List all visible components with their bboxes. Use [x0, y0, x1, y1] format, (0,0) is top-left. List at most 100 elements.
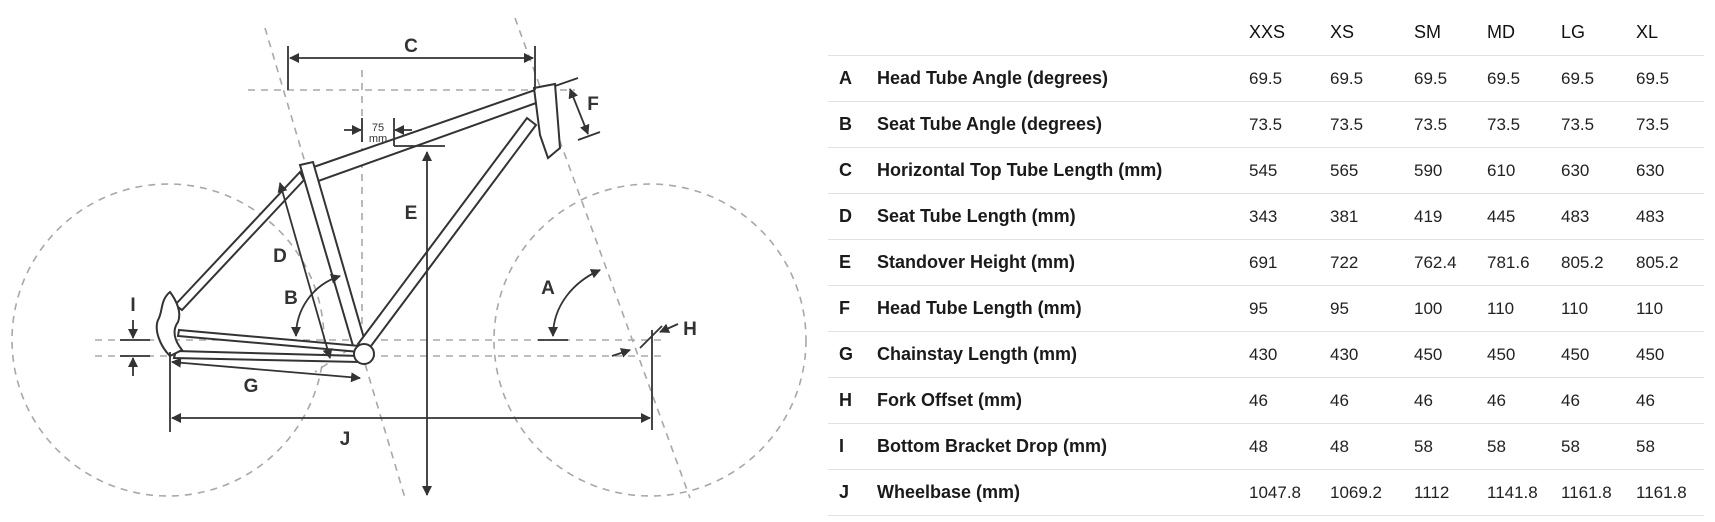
dimension-letter: H [839, 390, 852, 410]
dimension-letter: D [839, 206, 852, 226]
dimension-letter: G [839, 344, 854, 364]
dimension-name: Bottom Bracket Drop (mm) [877, 436, 1108, 456]
size-value-lg: 1161.8 [1561, 482, 1612, 502]
table-row: D Seat Tube Length (mm) 343 381 419 445 483 483 [828, 193, 1704, 240]
dimension-letter: C [839, 160, 852, 180]
dimension-letter: E [839, 252, 852, 272]
table-row: E Standover Height (mm) 691 722 762.4 781.6 80… [828, 239, 1704, 286]
size-value-md: 69.5 [1487, 68, 1521, 88]
size-value-sm: 58 [1414, 436, 1433, 456]
label-E: E [405, 203, 418, 224]
size-value-md: 445 [1487, 206, 1516, 226]
dimension-letter: I [839, 436, 845, 456]
size-value-xl: 483 [1636, 206, 1665, 226]
label-75-unit: mm [369, 133, 387, 145]
size-header: XXS [1249, 22, 1286, 42]
size-value-xxs: 545 [1249, 160, 1278, 180]
front-wheel [493, 183, 807, 497]
size-value-xs: 48 [1330, 436, 1349, 456]
size-value-xl: 630 [1636, 160, 1665, 180]
size-value-xxs: 343 [1249, 206, 1278, 226]
label-J: J [340, 429, 351, 450]
dimension-name: Fork Offset (mm) [877, 390, 1023, 410]
size-value-lg: 110 [1561, 298, 1589, 318]
dimension-name: Seat Tube Length (mm) [877, 206, 1076, 226]
size-value-lg: 450 [1561, 344, 1590, 364]
dimension-name: Head Tube Angle (degrees) [877, 68, 1109, 88]
dimension-name: Chainstay Length (mm) [877, 344, 1078, 364]
size-header: SM [1414, 22, 1441, 42]
size-value-xs: 73.5 [1330, 114, 1364, 134]
size-value-xs: 95 [1330, 298, 1349, 318]
size-value-lg: 805.2 [1561, 252, 1604, 272]
size-value-xs: 1069.2 [1330, 482, 1382, 502]
size-header: XS [1330, 22, 1355, 42]
dimension-name: Horizontal Top Tube Length (mm) [877, 160, 1163, 180]
size-value-xl: 450 [1636, 344, 1665, 364]
size-value-xxs: 430 [1249, 344, 1278, 364]
dimension-letter: F [839, 298, 850, 318]
reference-lines [95, 17, 691, 499]
size-value-sm: 450 [1414, 344, 1443, 364]
size-value-xxs: 691 [1249, 252, 1278, 272]
dimension-letter: J [839, 482, 850, 502]
size-value-lg: 630 [1561, 160, 1590, 180]
size-value-xl: 58 [1636, 436, 1655, 456]
size-value-xs: 722 [1330, 252, 1359, 272]
header-spacer-name [877, 10, 1249, 56]
label-I: I [130, 295, 135, 316]
bike-frame [155, 82, 562, 365]
size-value-xs: 381 [1330, 206, 1359, 226]
dimension-name: Head Tube Length (mm) [877, 298, 1082, 318]
size-value-sm: 762.4 [1414, 252, 1457, 272]
size-value-xs: 430 [1330, 344, 1359, 364]
size-value-md: 110 [1487, 298, 1515, 318]
size-header: LG [1561, 22, 1586, 42]
size-value-xxs: 95 [1249, 298, 1268, 318]
label-D: D [273, 246, 287, 267]
size-value-sm: 590 [1414, 160, 1443, 180]
size-value-md: 781.6 [1487, 252, 1530, 272]
label-75-num: 75 [372, 122, 384, 134]
header-spacer-letter [828, 10, 877, 56]
label-H: H [683, 319, 697, 340]
table-header-row: XXS XS SM MD LG XL [828, 10, 1704, 56]
size-value-md: 450 [1487, 344, 1516, 364]
size-value-sm: 69.5 [1414, 68, 1448, 88]
size-value-sm: 100 [1414, 298, 1443, 318]
size-value-sm: 1112 [1414, 482, 1450, 502]
size-value-xs: 46 [1330, 390, 1349, 410]
dimension-name: Standover Height (mm) [877, 252, 1076, 272]
size-value-xxs: 69.5 [1249, 68, 1283, 88]
size-value-xl: 1161.8 [1636, 482, 1687, 502]
size-value-xl: 69.5 [1636, 68, 1670, 88]
size-value-xl: 805.2 [1636, 252, 1679, 272]
size-value-md: 46 [1487, 390, 1506, 410]
size-value-lg: 69.5 [1561, 68, 1595, 88]
size-value-md: 73.5 [1487, 114, 1521, 134]
dimension-name: Seat Tube Angle (degrees) [877, 114, 1103, 134]
dimension-letter: B [839, 114, 852, 134]
dimension-name: Wheelbase (mm) [877, 482, 1021, 502]
size-value-xs: 69.5 [1330, 68, 1364, 88]
size-value-lg: 483 [1561, 206, 1590, 226]
dimension-lines [120, 46, 679, 496]
size-value-lg: 58 [1561, 436, 1580, 456]
size-value-xxs: 46 [1249, 390, 1268, 410]
size-header: XL [1636, 22, 1659, 42]
size-value-lg: 73.5 [1561, 114, 1595, 134]
size-value-sm: 419 [1414, 206, 1443, 226]
size-value-sm: 46 [1414, 390, 1433, 410]
size-value-xxs: 48 [1249, 436, 1268, 456]
label-A: A [541, 278, 555, 299]
label-G: G [244, 376, 259, 397]
size-header: MD [1487, 22, 1515, 42]
label-C: C [404, 36, 418, 57]
